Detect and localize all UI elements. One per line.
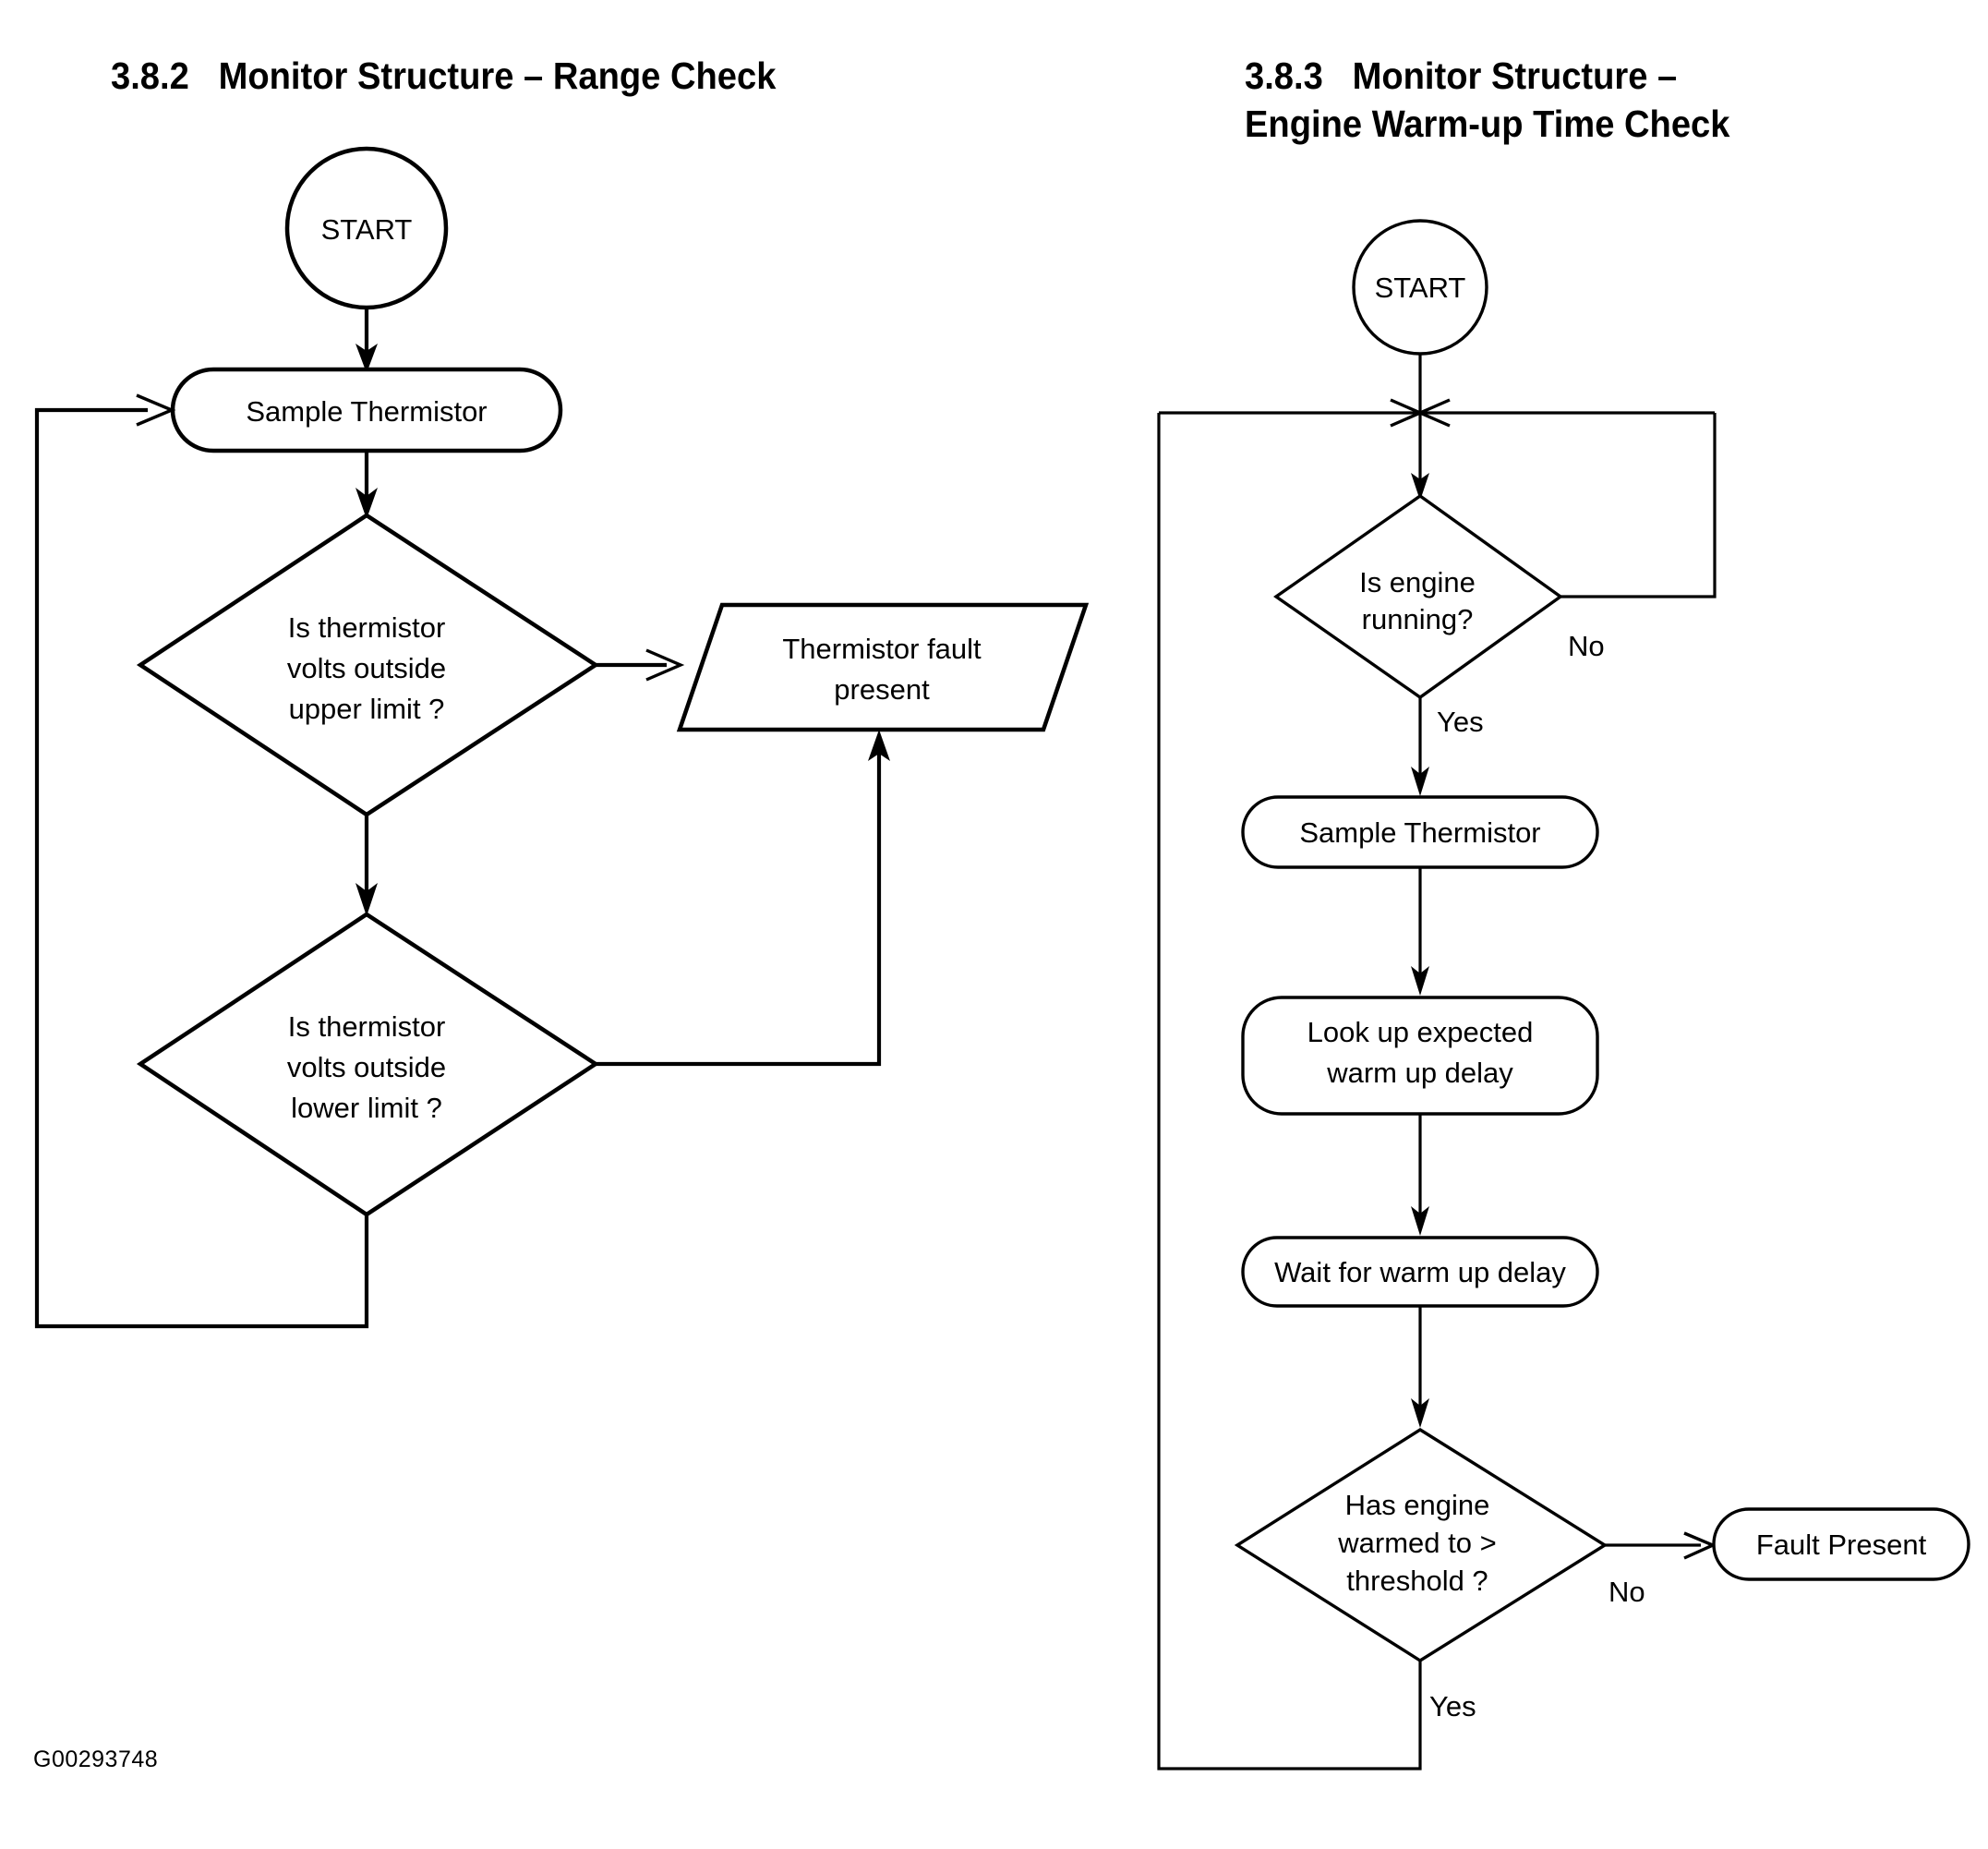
node-lookup-delay-line2: warm up delay <box>1326 1057 1513 1089</box>
footer-document-code: G00293748 <box>33 1746 159 1772</box>
edge-label-warmed-no: No <box>1608 1576 1645 1608</box>
node-lower-limit-line2: volts outside <box>287 1051 446 1083</box>
node-thermistor-fault-line2: present <box>834 673 930 706</box>
section-heading-warm-up-check: 3.8.3 Monitor Structure – Engine Warm-up … <box>1245 52 1729 148</box>
arrowhead-loopback-to-sample <box>136 393 176 427</box>
heading-line-1: 3.8.3 Monitor Structure – <box>1245 54 1678 97</box>
node-sample-thermistor-label: Sample Thermistor <box>246 395 487 428</box>
node-sample-thermistor-2-label: Sample Thermistor <box>1299 816 1540 849</box>
arrowhead-merge-to-running <box>1411 473 1429 501</box>
node-thermistor-fault-line1: Thermistor fault <box>782 633 982 665</box>
edge-running-no-loopback <box>1560 413 1717 598</box>
node-engine-warmed-line2: warmed to > <box>1337 1527 1496 1559</box>
node-lower-limit-line1: Is thermistor <box>288 1010 446 1043</box>
edge-lower-loopback-to-sample <box>34 407 369 1329</box>
node-upper-limit-line1: Is thermistor <box>288 611 446 644</box>
node-wait-delay-label: Wait for warm up delay <box>1274 1256 1566 1288</box>
heading-line-2: Engine Warm-up Time Check <box>1245 103 1730 145</box>
arrowhead-start-to-sample <box>355 344 378 373</box>
arrowhead-sample2-to-lookup <box>1411 966 1429 996</box>
node-engine-warmed-line3: threshold ? <box>1346 1565 1488 1597</box>
arrowhead-upper-to-fault <box>645 648 685 682</box>
node-lookup-delay <box>1241 996 1599 1116</box>
node-fault-present-label: Fault Present <box>1756 1529 1927 1561</box>
arrowhead-lookup-to-wait <box>1411 1206 1429 1236</box>
arrowhead-sample-to-upper <box>355 488 378 519</box>
edge-label-running-no: No <box>1568 630 1605 662</box>
edge-label-warmed-yes: Yes <box>1429 1690 1476 1722</box>
node-start-label: START <box>321 213 413 246</box>
node-thermistor-fault <box>676 602 1090 732</box>
node-lower-limit-line3: lower limit ? <box>291 1092 442 1124</box>
node-upper-limit-line2: volts outside <box>287 652 446 684</box>
node-start2-label: START <box>1375 272 1466 304</box>
node-upper-limit-line3: upper limit ? <box>289 693 445 725</box>
edge-warmed-yes-loopback <box>1157 413 1422 1770</box>
section-heading-range-check: 3.8.2 Monitor Structure – Range Check <box>111 54 777 97</box>
arrowhead-lower-to-fault <box>868 730 890 761</box>
node-lookup-delay-line1: Look up expected <box>1307 1016 1534 1048</box>
edge-lower-to-fault <box>596 750 882 1067</box>
node-fault-present <box>1712 1507 1970 1581</box>
node-engine-running-line2: running? <box>1362 603 1474 635</box>
arrowhead-running-yes <box>1411 767 1429 796</box>
node-engine-running-line1: Is engine <box>1359 566 1476 598</box>
arrowhead-wait-to-warmed <box>1411 1398 1429 1428</box>
edge-label-running-yes: Yes <box>1437 706 1484 738</box>
node-engine-warmed-line1: Has engine <box>1345 1489 1490 1521</box>
arrowhead-upper-to-lower <box>355 883 378 916</box>
